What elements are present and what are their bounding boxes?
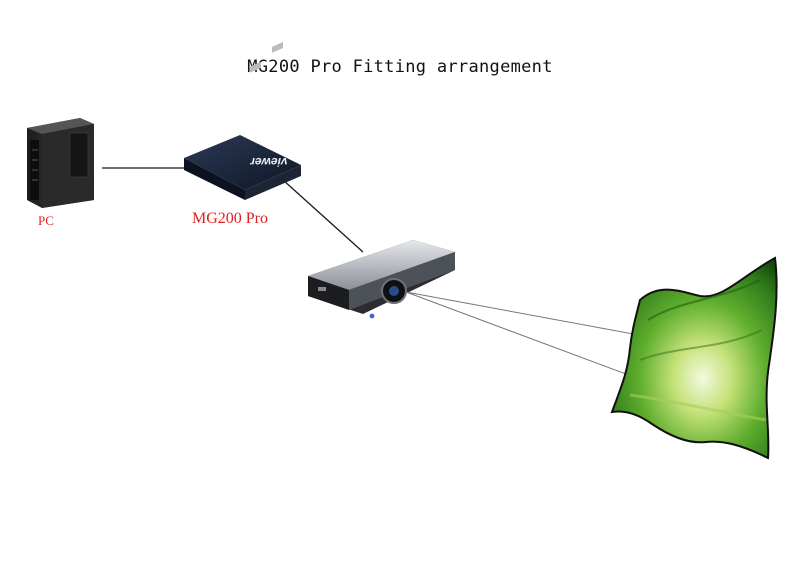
- curved-screen-icon: [610, 256, 778, 460]
- device-to-projector-cable: [282, 179, 364, 253]
- projector-icon: [308, 240, 455, 319]
- projection-beam: [405, 291, 640, 336]
- pc-label: PC: [38, 213, 54, 228]
- mg200-box-icon: viewer: [184, 42, 301, 200]
- pc-tower-icon: [27, 118, 94, 208]
- diagram-title: MG200 Pro Fitting arrangement: [247, 57, 553, 77]
- device-label: MG200 Pro: [192, 210, 269, 227]
- device-brand-text: viewer: [248, 155, 289, 169]
